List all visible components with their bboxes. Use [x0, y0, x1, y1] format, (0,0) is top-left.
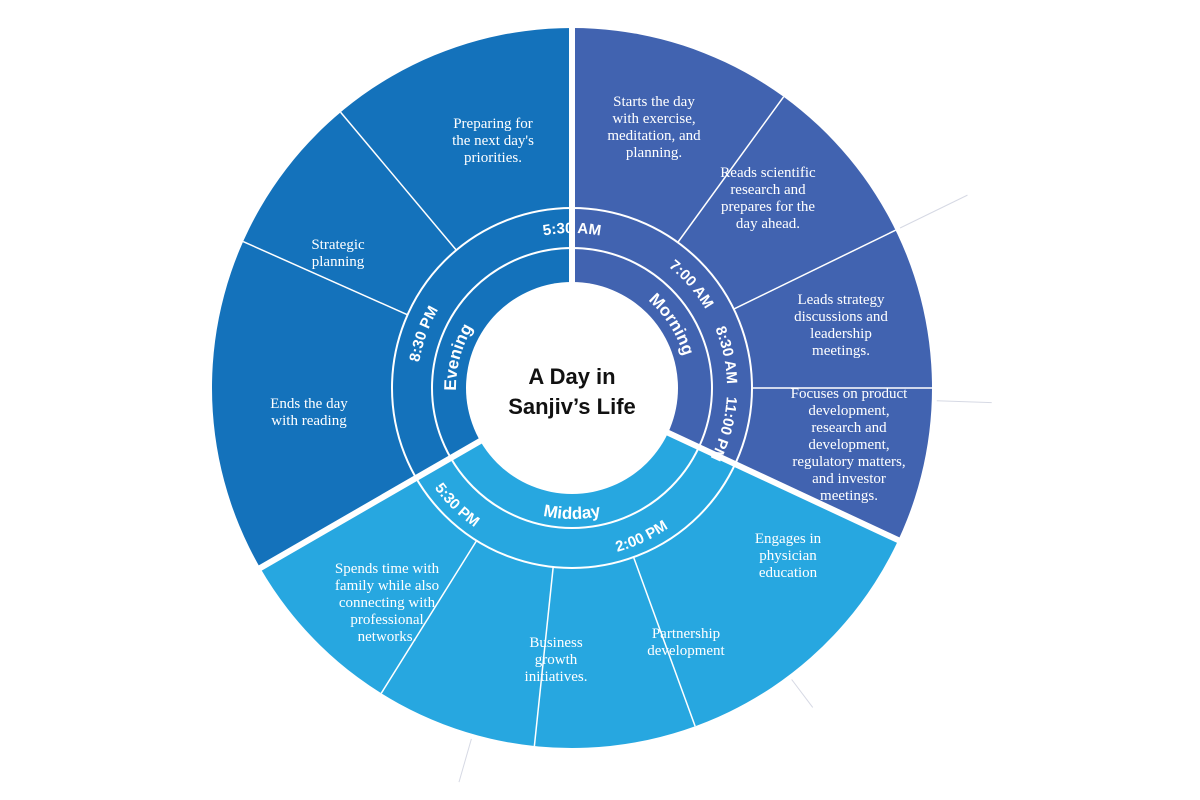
separators — [242, 24, 932, 747]
center-title-line2: Sanjiv’s Life — [508, 394, 636, 419]
leader-line — [899, 194, 968, 229]
leader-line — [936, 400, 992, 404]
center-circle — [466, 282, 678, 494]
midday-period-sector — [450, 431, 699, 529]
midday-time-sector — [416, 447, 736, 568]
center-title-line1: A Day in — [528, 364, 615, 389]
evening-outer-sector — [212, 28, 572, 568]
period-boundary — [664, 429, 904, 545]
activity-divider — [677, 96, 785, 243]
time-ring — [391, 208, 752, 568]
midday-outer-sector — [260, 464, 899, 749]
activity-divider — [533, 566, 554, 747]
leader-lines — [458, 194, 992, 783]
activity-divider — [733, 229, 896, 310]
activity-divider — [380, 540, 478, 694]
outer-ring — [212, 28, 932, 749]
activity-divider — [242, 240, 408, 316]
evening-period-sector — [432, 248, 572, 458]
morning-time-sector — [572, 208, 752, 465]
evening-time-sector — [391, 208, 572, 478]
period-label-midday: Midday — [542, 501, 602, 523]
leader-line — [791, 679, 814, 708]
inner-ring-border — [431, 247, 713, 529]
activity-divider — [340, 111, 457, 251]
period-boundary — [255, 437, 484, 573]
leader-line — [458, 738, 472, 783]
time-label-0530am: 5:30 AM — [542, 220, 603, 240]
activity-divider — [632, 556, 696, 727]
morning-outer-sector — [572, 28, 932, 541]
